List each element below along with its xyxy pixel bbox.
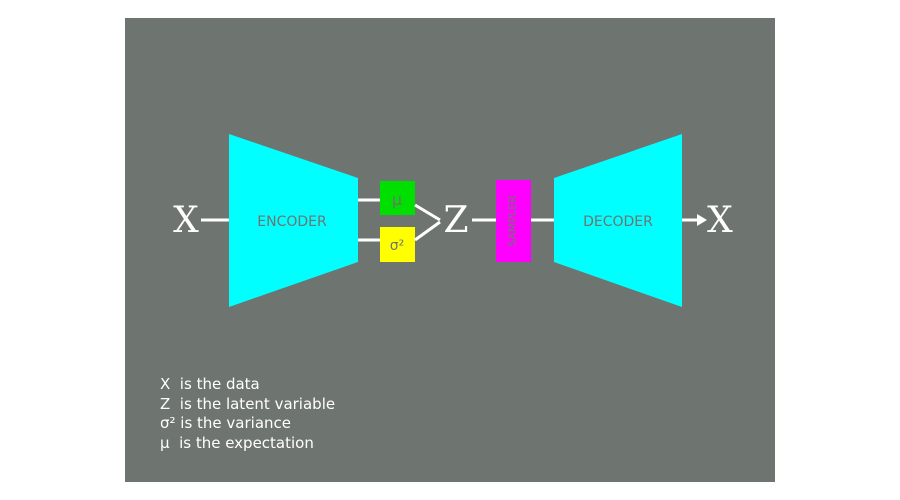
mu-label: μ <box>392 190 402 209</box>
encoder-block <box>229 134 358 307</box>
encoder-label: ENCODER <box>257 214 327 230</box>
mu-box <box>380 181 415 215</box>
sigma-box <box>380 227 415 262</box>
mu-z-connector <box>414 203 441 222</box>
legend-item-expectation: μ is the expectation <box>160 433 314 452</box>
sampler-label: SAMPLER <box>506 195 519 247</box>
input-x-label: X <box>173 200 199 241</box>
legend: X is the data Z is the latent variable σ… <box>160 375 335 453</box>
legend-item-data: X is the data <box>160 375 260 393</box>
sigma-z-connector <box>414 220 441 242</box>
sigma-label: σ² <box>390 238 405 254</box>
legend-item-variance: σ² is the variance <box>160 414 292 432</box>
legend-item-latent: Z is the latent variable <box>160 394 336 413</box>
latent-z-label: Z <box>443 200 468 241</box>
output-arrowhead <box>697 214 707 226</box>
sampler-box <box>496 180 531 262</box>
decoder-label: DECODER <box>583 214 653 230</box>
decoder-block <box>554 134 682 307</box>
output-x-label: X <box>707 200 733 241</box>
